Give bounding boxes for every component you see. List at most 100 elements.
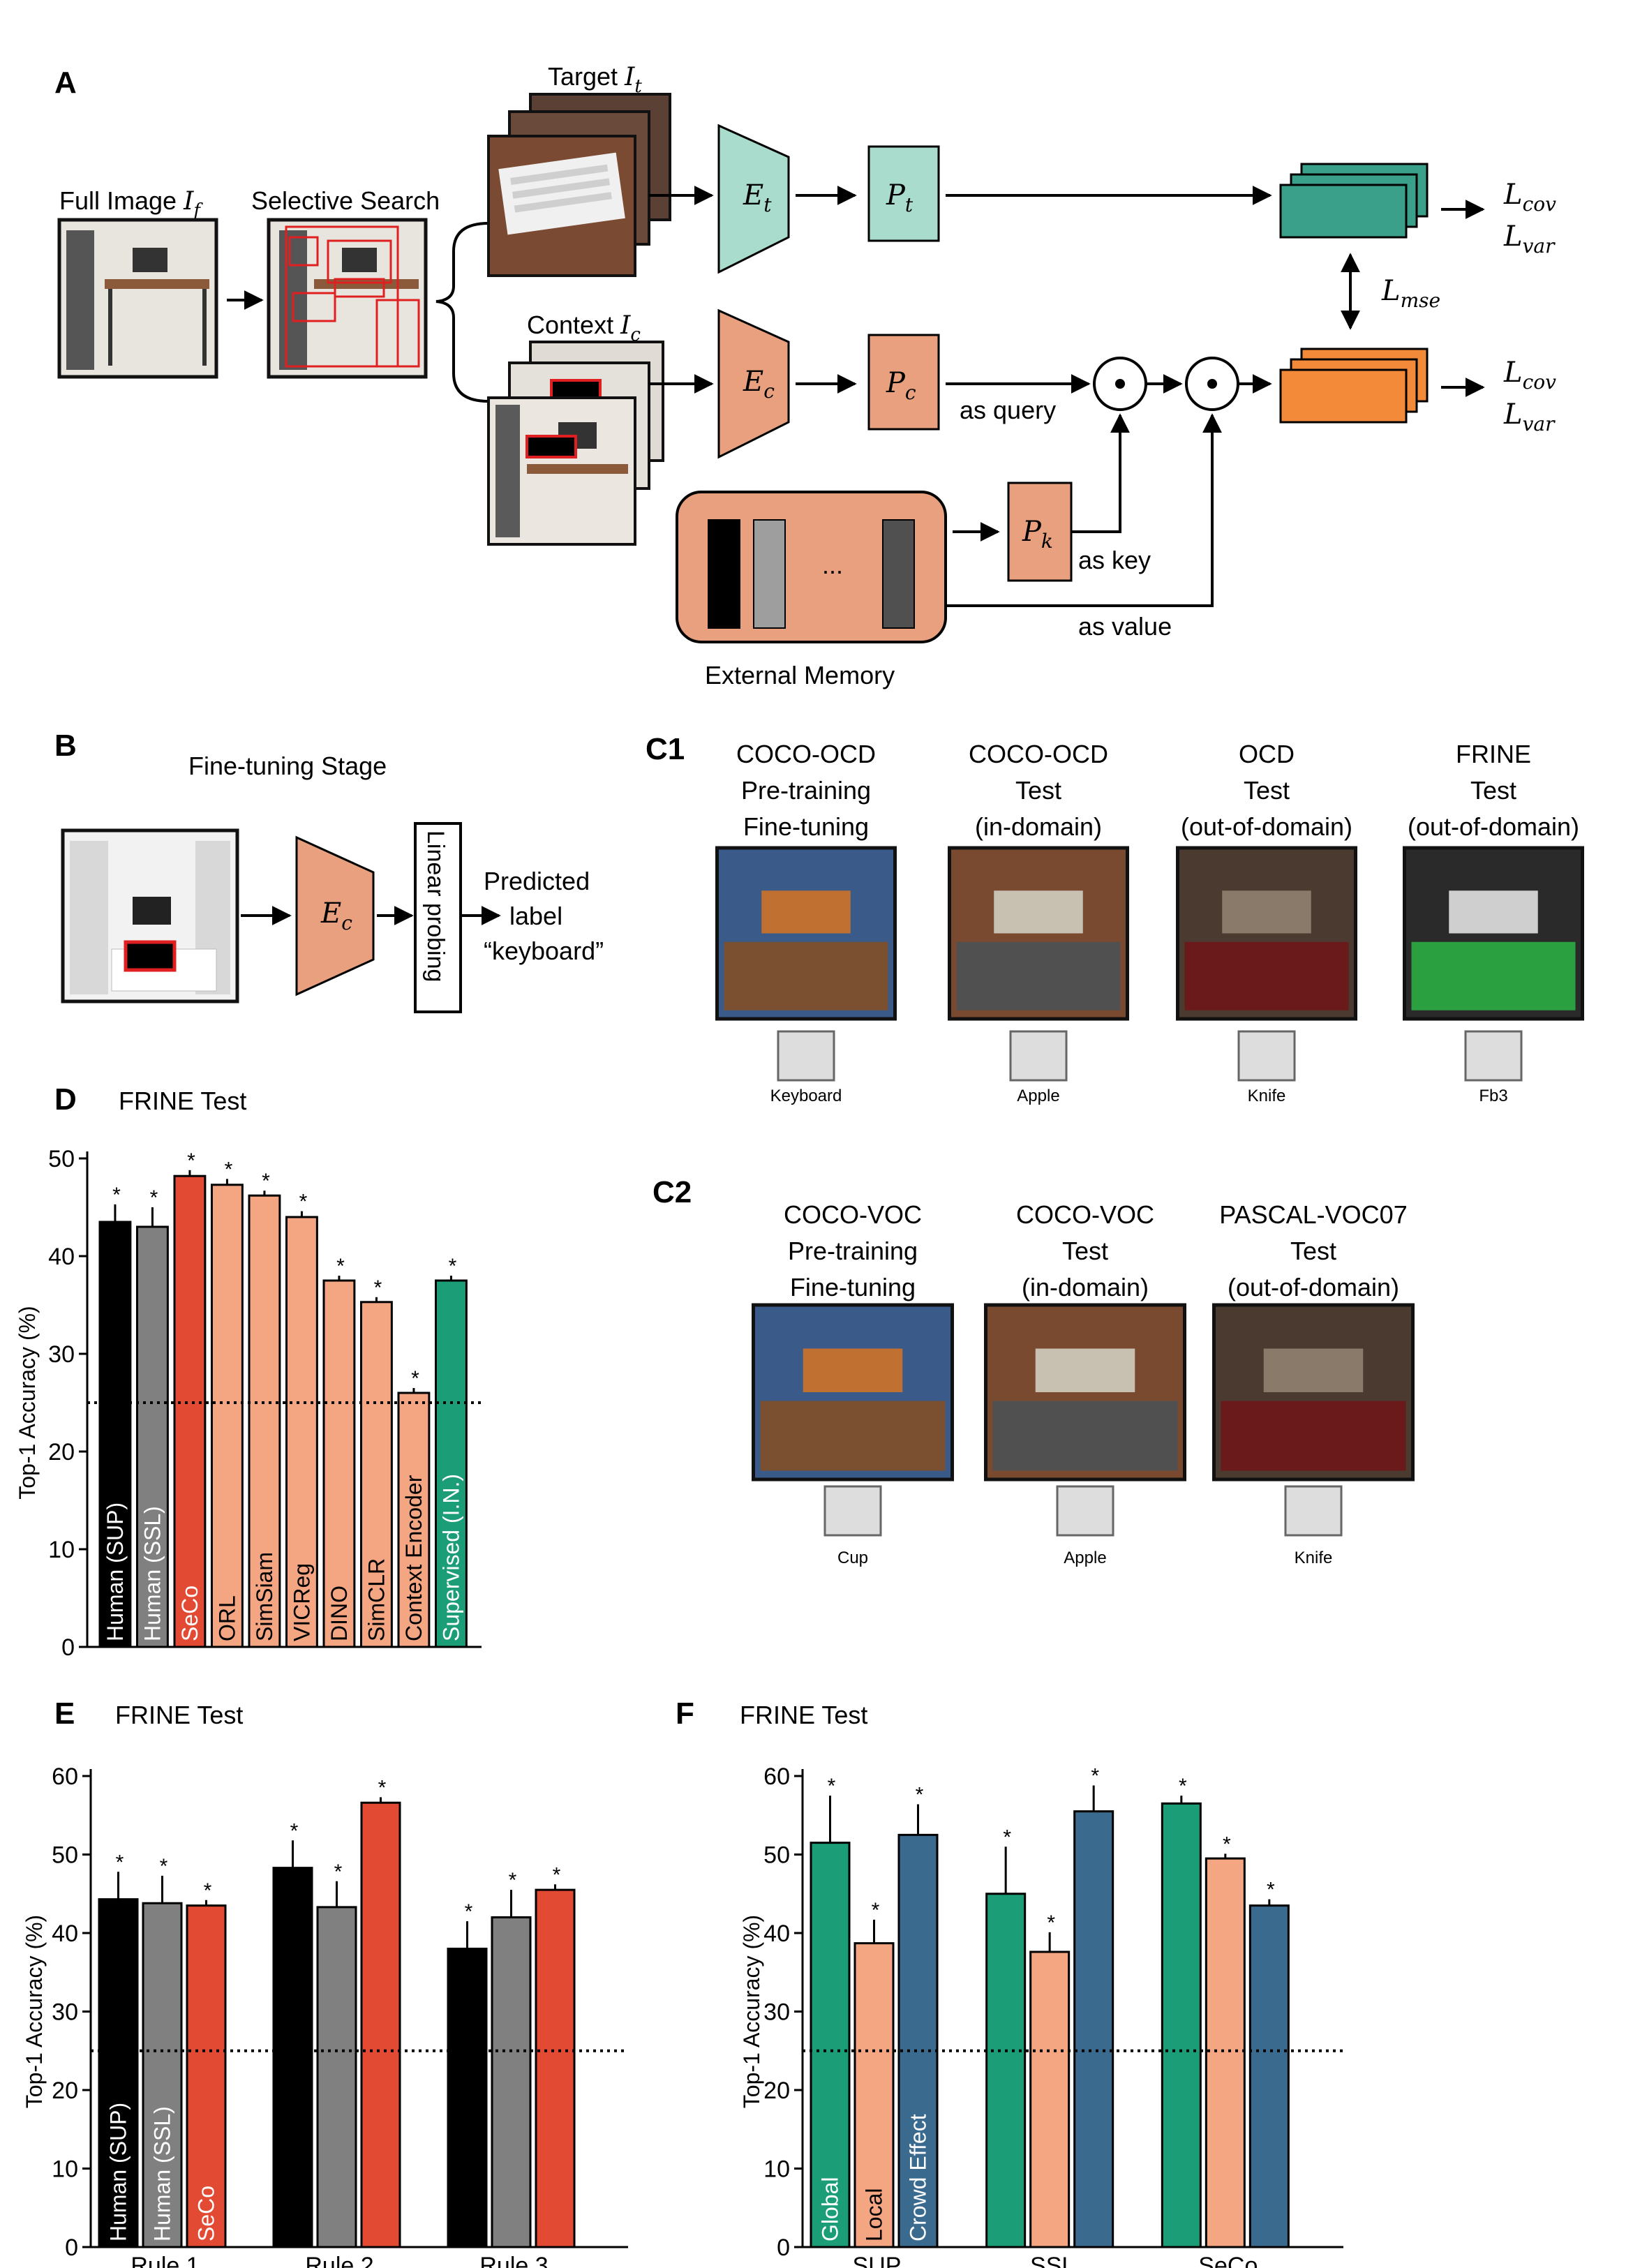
as-query-label: as query bbox=[960, 396, 1056, 424]
context-feature-stack bbox=[1279, 348, 1429, 424]
chart-title: FRINE Test bbox=[115, 1701, 243, 1729]
significance-star: * bbox=[1003, 1826, 1011, 1849]
significance-star: * bbox=[225, 1158, 233, 1181]
bar bbox=[173, 1174, 207, 1648]
panel-c1: C1 COCO-OCD Pre-trainingFine-tuningKeyboa… bbox=[646, 732, 1584, 1105]
significance-star: * bbox=[336, 1255, 345, 1278]
target-feature-stack bbox=[1279, 163, 1429, 239]
dataset-title-line: COCO-VOC bbox=[784, 1200, 922, 1229]
context-encoder bbox=[717, 308, 790, 459]
scene-object bbox=[1449, 890, 1538, 934]
target-image-stack bbox=[487, 93, 671, 277]
memory-ellipsis: ... bbox=[822, 551, 843, 579]
significance-star: * bbox=[299, 1191, 308, 1214]
key-projector-label: Pk bbox=[1022, 516, 1053, 553]
object-thumbnail bbox=[1464, 1030, 1523, 1082]
object-thumbnail bbox=[1056, 1485, 1114, 1537]
bar-label: Human (SUP) bbox=[106, 2103, 131, 2241]
dataset-title-line: (out-of-domain) bbox=[1228, 1273, 1399, 1301]
significance-star: * bbox=[334, 1860, 343, 1883]
dataset-title-line: FRINE bbox=[1456, 740, 1531, 768]
bar bbox=[136, 1225, 169, 1648]
dataset-title-line: Pre-training bbox=[788, 1237, 918, 1265]
y-tick-label: 40 bbox=[52, 1920, 78, 1947]
dataset-title-line: Pre-training bbox=[741, 776, 871, 805]
x-tick-label: SUP bbox=[853, 2253, 902, 2268]
y-tick-label: 50 bbox=[763, 1842, 790, 1869]
dot-product-1 bbox=[1093, 357, 1147, 411]
scene-object bbox=[1222, 890, 1311, 934]
bar-label: VICReg bbox=[289, 1563, 314, 1641]
significance-star: * bbox=[150, 1186, 158, 1209]
mse-loss: Lmse bbox=[1381, 275, 1440, 312]
bar bbox=[1029, 1950, 1071, 2248]
object-thumbnail bbox=[777, 1030, 835, 1082]
object-thumbnail bbox=[1237, 1030, 1296, 1082]
object-label: Knife bbox=[1248, 1087, 1286, 1105]
dataset-title-line: (out-of-domain) bbox=[1408, 812, 1579, 841]
object-label: Cup bbox=[837, 1549, 868, 1567]
scene-object bbox=[994, 890, 1083, 934]
bar bbox=[98, 1898, 139, 2248]
bar-label: Human (SSL) bbox=[140, 1506, 165, 1641]
bar bbox=[1248, 1904, 1290, 2248]
bar bbox=[272, 1867, 313, 2248]
full-image-label: Full Image If bbox=[59, 186, 203, 221]
dataset-title-line: COCO-OCD bbox=[969, 740, 1108, 768]
bar bbox=[853, 1942, 895, 2248]
panel-c2: C2 COCO-VOCPre-trainingFine-tuningCupCOC… bbox=[653, 1175, 1415, 1567]
bar bbox=[435, 1279, 468, 1648]
significance-star: * bbox=[290, 1819, 299, 1842]
key-projector bbox=[1007, 482, 1073, 582]
y-tick-label: 40 bbox=[763, 1920, 790, 1947]
bar bbox=[1205, 1857, 1246, 2248]
significance-star: * bbox=[112, 1184, 121, 1207]
object-label: Fb3 bbox=[1479, 1087, 1507, 1105]
scene-floor bbox=[956, 941, 1121, 1010]
object-thumbnail bbox=[823, 1485, 882, 1537]
dataset-title-line: (out-of-domain) bbox=[1181, 812, 1352, 841]
context-lvar: Lvar bbox=[1503, 398, 1556, 435]
panel-b-title: Fine-tuning Stage bbox=[188, 752, 387, 780]
dataset-title-line: Fine-tuning bbox=[743, 812, 869, 841]
bar-label: Crowd Effect bbox=[906, 2114, 931, 2241]
target-encoder bbox=[717, 124, 790, 274]
finetune-input-image bbox=[61, 828, 239, 1004]
object-label: Apple bbox=[1064, 1549, 1106, 1567]
y-tick-label: 60 bbox=[763, 1763, 790, 1790]
panel-c1-label: C1 bbox=[646, 732, 685, 766]
scene-floor bbox=[1184, 941, 1349, 1010]
target-lcov: Lcov bbox=[1503, 179, 1556, 216]
bar-label: SimCLR bbox=[364, 1558, 389, 1641]
dataset-title-line: (in-domain) bbox=[975, 812, 1102, 841]
x-tick-label: SeCo bbox=[1198, 2253, 1258, 2268]
target-projector bbox=[867, 145, 940, 242]
bar-label: SimSiam bbox=[252, 1552, 277, 1641]
scene-object bbox=[761, 890, 851, 934]
object-label: Keyboard bbox=[770, 1087, 842, 1105]
dataset-title-line: COCO-VOC bbox=[1016, 1200, 1154, 1229]
object-thumbnail bbox=[1284, 1485, 1343, 1537]
panel-a: A Full Image If Selective Search bbox=[54, 62, 1556, 689]
predicted-line-3: “keyboard” bbox=[484, 937, 604, 965]
as-key-label: as key bbox=[1078, 546, 1151, 574]
y-tick-label: 20 bbox=[52, 2077, 78, 2104]
scene-object bbox=[1263, 1348, 1364, 1392]
context-label: Context Ic bbox=[527, 311, 641, 345]
dataset-title-line: Fine-tuning bbox=[790, 1273, 916, 1301]
significance-star: * bbox=[1091, 1765, 1099, 1788]
bar-label: SeCo bbox=[194, 2186, 219, 2241]
dataset-title-line: Test bbox=[1062, 1237, 1108, 1265]
x-tick-label: Rule 1 bbox=[131, 2253, 199, 2268]
context-lcov: Lcov bbox=[1503, 357, 1556, 394]
significance-star: * bbox=[204, 1879, 212, 1902]
context-projector bbox=[867, 334, 940, 431]
object-thumbnail bbox=[1009, 1030, 1068, 1082]
significance-star: * bbox=[116, 1851, 124, 1874]
panel-b-label: B bbox=[54, 729, 77, 763]
bar-label: Human (SUP) bbox=[103, 1502, 128, 1641]
object-label: Apple bbox=[1017, 1087, 1059, 1105]
